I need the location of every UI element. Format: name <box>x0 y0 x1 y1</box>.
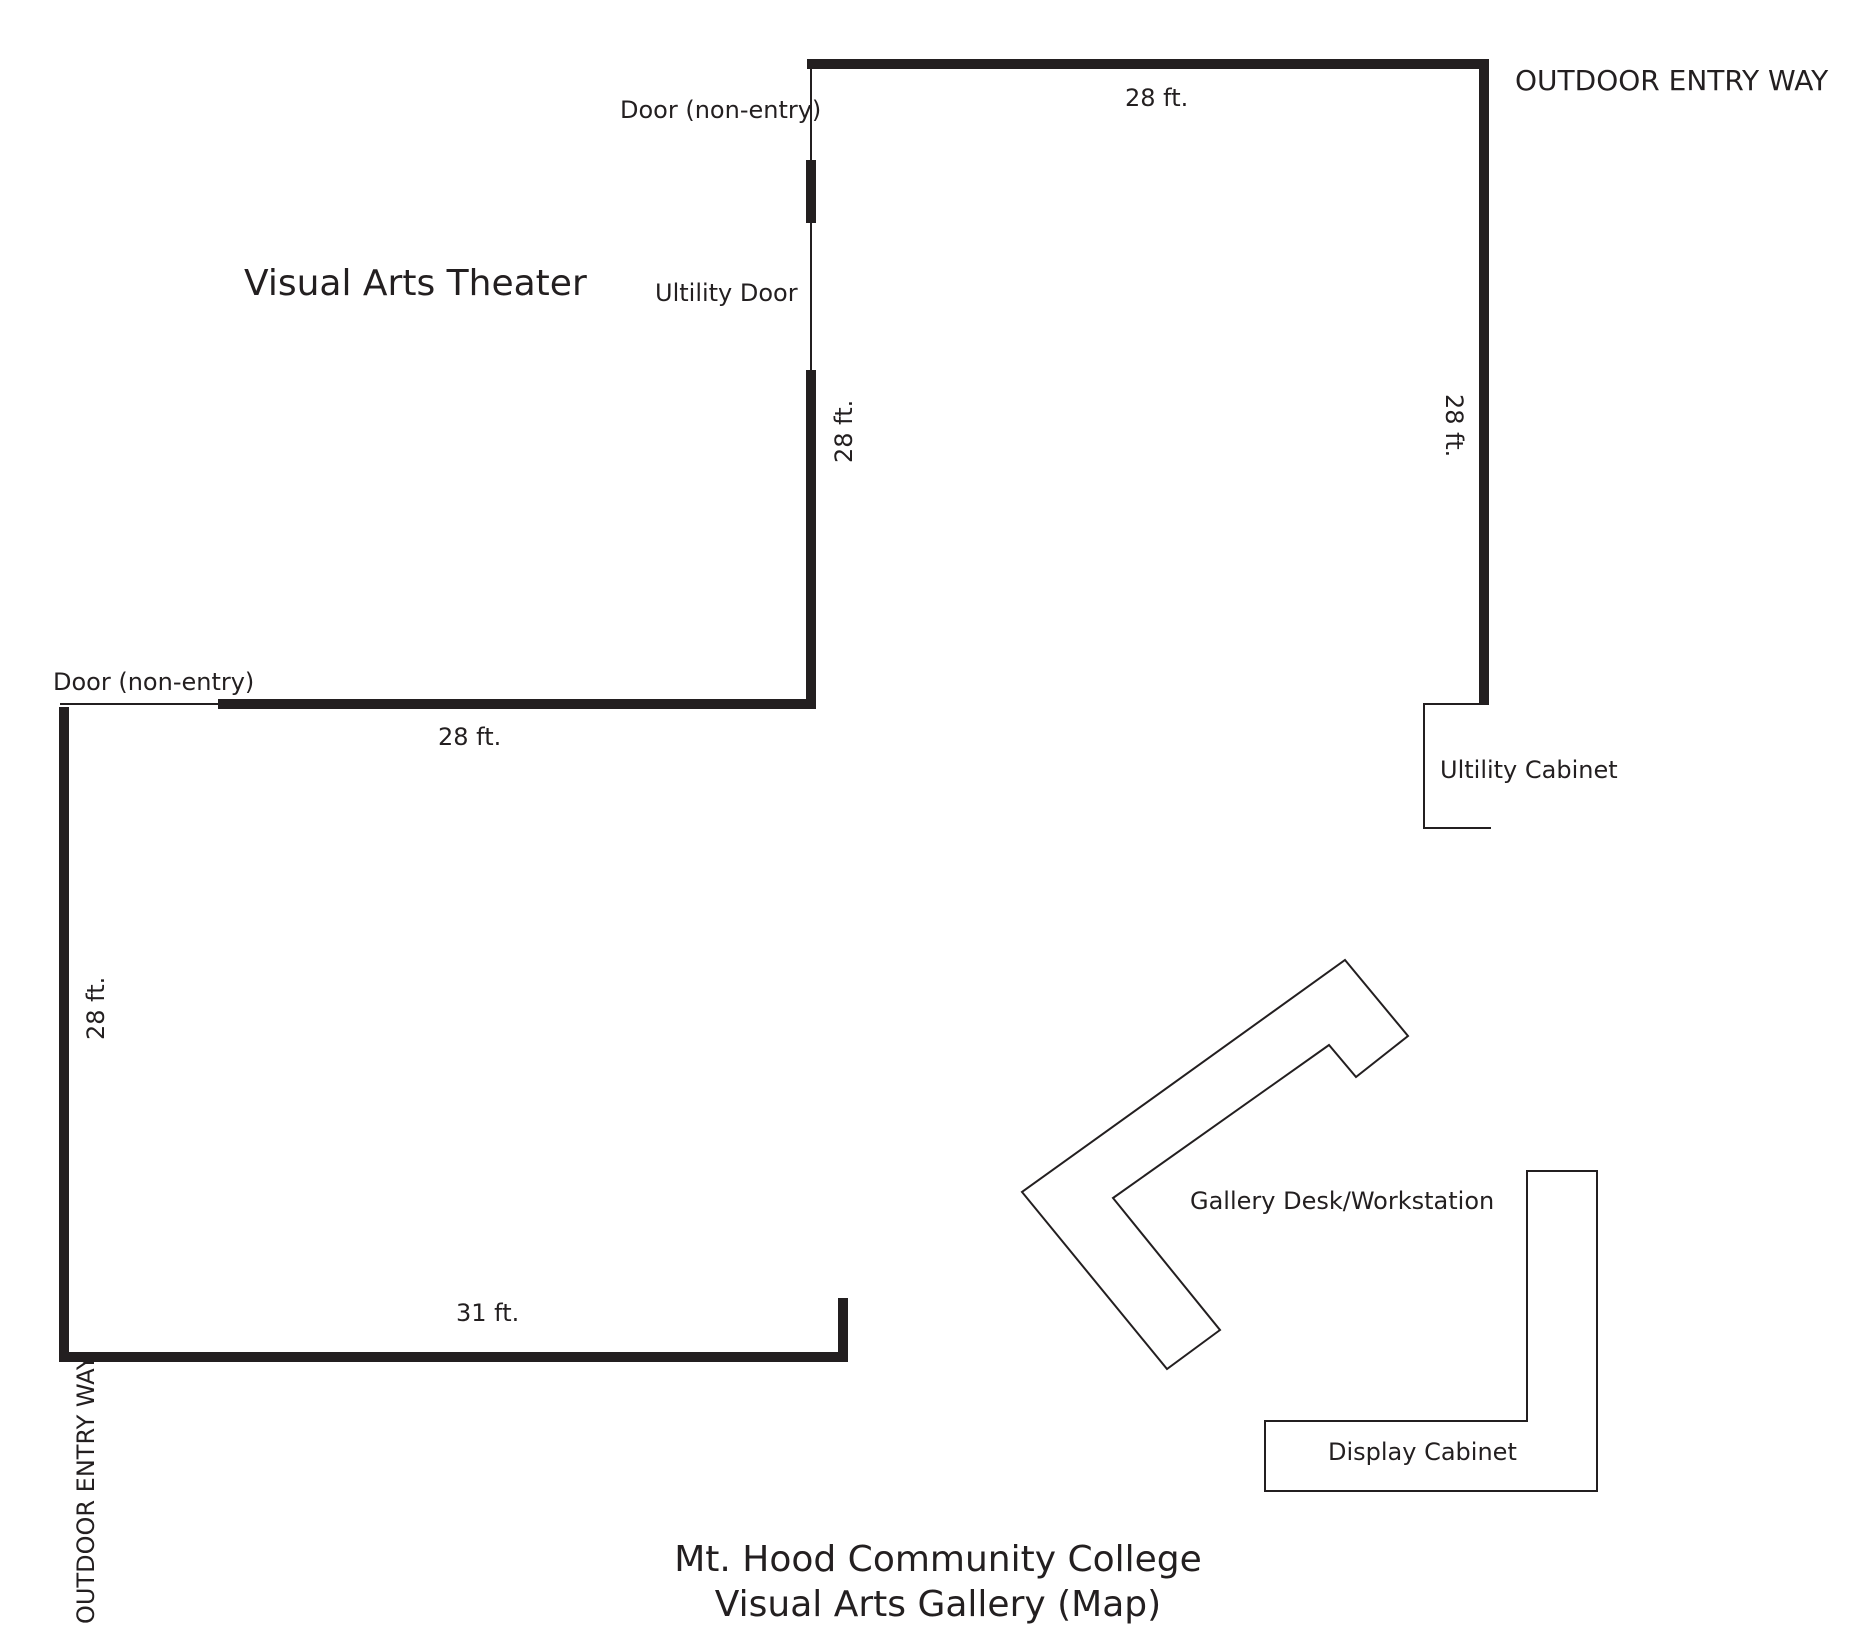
title-line-2: Visual Arts Gallery (Map) <box>715 1584 1161 1625</box>
inner-corner-wall <box>218 370 816 709</box>
gallery-desk-shape <box>1020 958 1410 1371</box>
walls <box>59 59 1489 1362</box>
inner-wall-dimension: 28 ft. <box>830 400 858 463</box>
outdoor-entry-bottom-label: OUTDOOR ENTRY WAY <box>72 1355 100 1624</box>
left-wall-dimension: 28 ft. <box>82 977 110 1040</box>
right-wall-dimension: 28 ft. <box>1440 394 1468 457</box>
bottom-wall-dimension: 31 ft. <box>456 1299 519 1327</box>
top-wall-dimension: 28 ft. <box>1125 84 1188 112</box>
left-bottom-wall <box>59 707 848 1362</box>
door-label-left: Door (non-entry) <box>53 668 254 696</box>
labels: Door (non-entry) Ultility Door Visual Ar… <box>53 64 1829 1624</box>
utility-cabinet-label: Ultility Cabinet <box>1440 756 1618 784</box>
map-title: Mt. Hood Community College Visual Arts G… <box>674 1539 1202 1625</box>
display-cabinet-shape <box>1264 1170 1598 1492</box>
gallery-desk-label: Gallery Desk/Workstation <box>1190 1187 1494 1215</box>
theater-label: Visual Arts Theater <box>244 263 587 304</box>
utility-door-label: Ultility Door <box>655 279 798 307</box>
door-label-top: Door (non-entry) <box>620 96 821 124</box>
dimensions: 28 ft. 28 ft. 28 ft. 28 ft. 28 ft. 31 ft… <box>82 84 1468 1327</box>
utility-cabinet-outline <box>1423 703 1491 829</box>
outdoor-entry-top-label: OUTDOOR ENTRY WAY <box>1515 64 1829 97</box>
title-line-1: Mt. Hood Community College <box>674 1539 1202 1580</box>
middle-wall-dimension: 28 ft. <box>438 723 501 751</box>
display-cabinet-label: Display Cabinet <box>1328 1438 1517 1466</box>
